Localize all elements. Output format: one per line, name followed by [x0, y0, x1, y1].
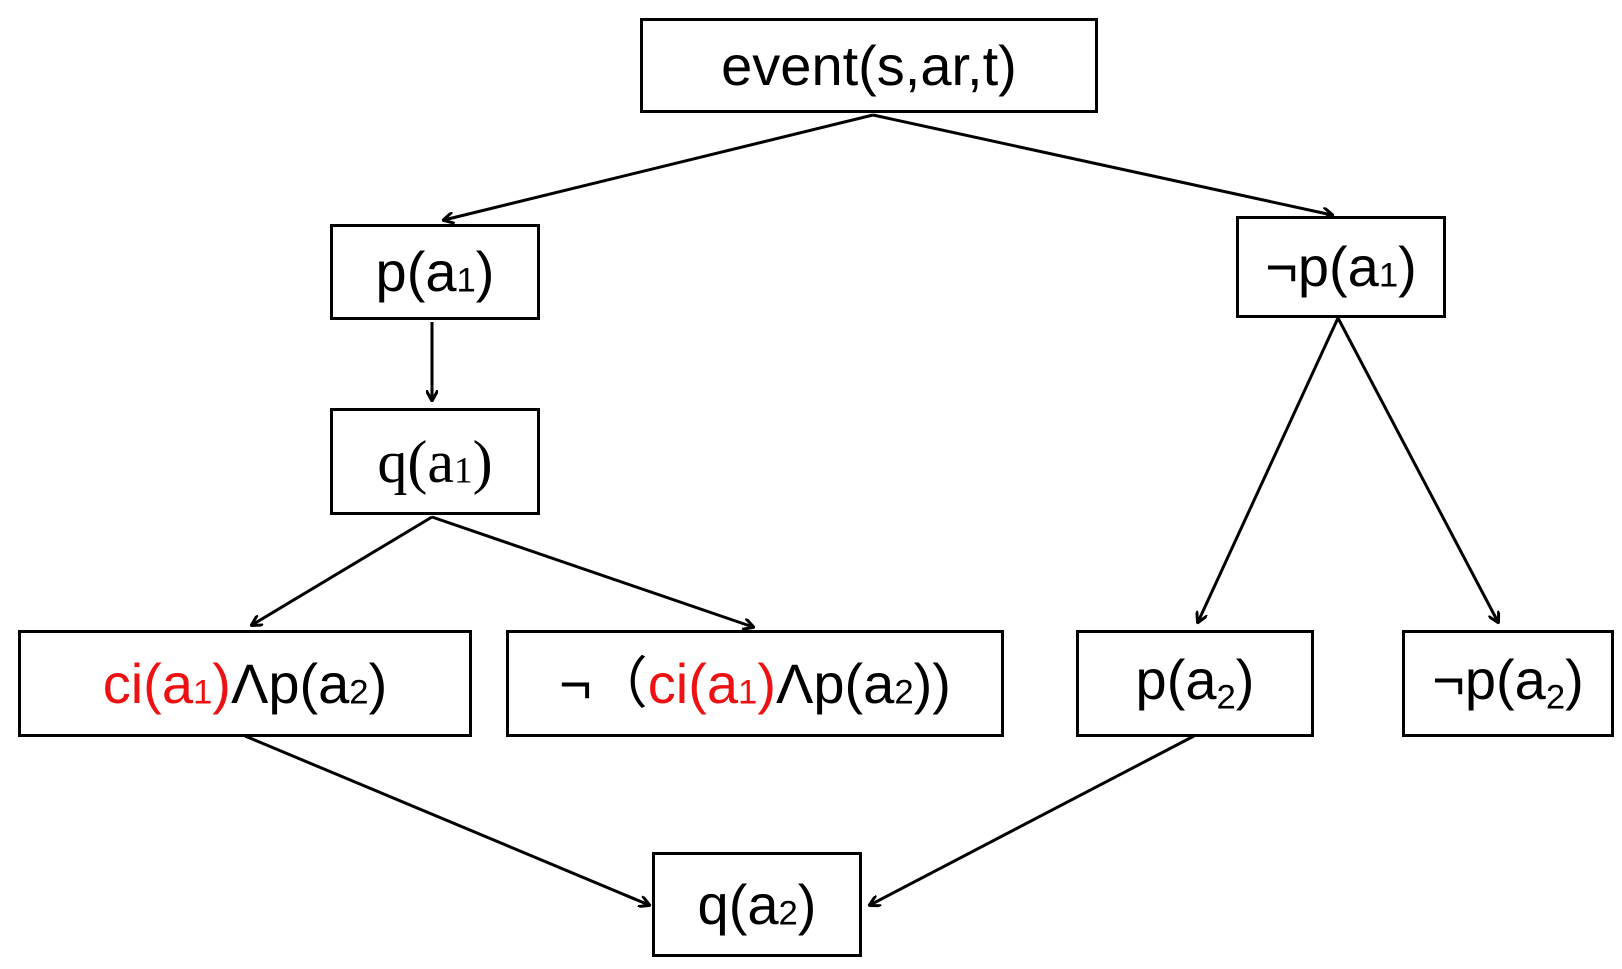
node-root: event(s,ar,t) — [640, 18, 1098, 113]
node-not-p-a2-label: ¬p(a2) — [1432, 647, 1584, 717]
edge-p-a2-to-q-a2 — [870, 734, 1195, 905]
node-not-p-a2: ¬p(a2) — [1402, 630, 1614, 737]
node-ci-and-p: ci(a1)Λp(a2) — [18, 630, 472, 737]
edge-root-to-p-a1 — [444, 113, 874, 220]
node-not-ci-and-p-label: ¬（ci(a1)Λp(a2)) — [559, 651, 951, 715]
node-p-a1: p(a1) — [330, 224, 540, 320]
node-p-a2-label: p(a2) — [1135, 647, 1255, 717]
node-not-p-a1-label: ¬p(a1) — [1265, 235, 1417, 298]
node-not-p-a1: ¬p(a1) — [1236, 216, 1446, 318]
highlight-ci-a1: ci(a1) — [102, 651, 231, 715]
node-p-a1-label: p(a1) — [375, 240, 495, 303]
node-q-a1: q(a1) — [330, 408, 540, 515]
node-q-a2-label: q(a2) — [697, 872, 817, 936]
node-q-a1-label: q(a1) — [377, 428, 493, 495]
edge-not-p-a1-to-p-a2 — [1198, 317, 1340, 622]
node-not-ci-and-p: ¬（ci(a1)Λp(a2)) — [506, 630, 1004, 737]
node-ci-and-p-label: ci(a1)Λp(a2) — [102, 651, 388, 715]
edge-q-a1-to-ci-and-p — [252, 515, 433, 625]
edge-q-a1-to-not-ci-and-p — [431, 515, 753, 627]
node-p-a2: p(a2) — [1076, 630, 1314, 737]
node-root-label: event(s,ar,t) — [721, 33, 1017, 97]
node-q-a2: q(a2) — [652, 852, 862, 957]
highlight-ci-a1: ci(a1) — [647, 651, 776, 715]
edge-not-p-a1-to-not-p-a2 — [1336, 317, 1498, 622]
edge-ci-and-p-to-q-a2 — [244, 734, 649, 905]
edge-root-to-not-p-a1 — [872, 113, 1332, 215]
